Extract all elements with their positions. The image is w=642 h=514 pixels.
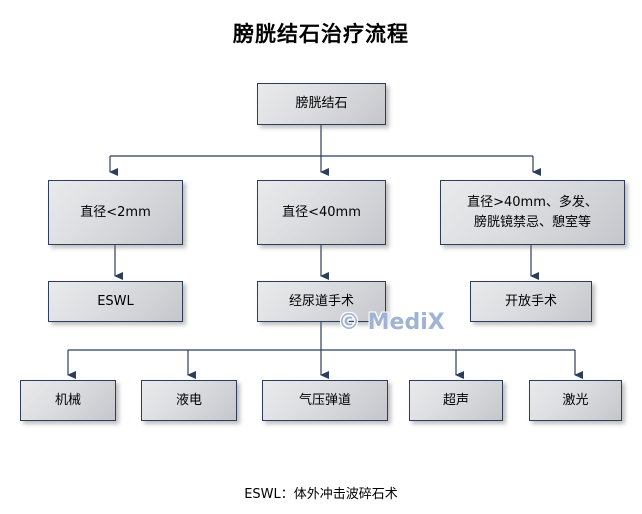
- watermark-medix: © MediX: [338, 310, 445, 335]
- node-diameter-lt-40mm[interactable]: 直径<40mm: [257, 180, 386, 245]
- page-title: 膀胱结石治疗流程: [233, 22, 409, 46]
- node-ultrasound[interactable]: 超声: [409, 380, 503, 421]
- node-pneumatic-ballistic[interactable]: 气压弹道: [262, 380, 388, 421]
- node-electrohydraulic[interactable]: 液电: [141, 380, 237, 421]
- node-eswl[interactable]: ESWL: [48, 281, 183, 322]
- node-mechanical[interactable]: 机械: [20, 380, 116, 421]
- node-open-surgery[interactable]: 开放手术: [470, 281, 592, 322]
- node-root[interactable]: 膀胱结石: [257, 83, 386, 125]
- node-transurethral-surgery[interactable]: 经尿道手术: [257, 281, 386, 322]
- node-laser[interactable]: 激光: [529, 380, 622, 421]
- node-diameter-gt-40mm-multiple[interactable]: 直径>40mm、多发、 膀胱镜禁忌、憩室等: [440, 180, 625, 245]
- node-diameter-lt-2mm[interactable]: 直径<2mm: [48, 180, 183, 245]
- footnote-eswl-definition: ESWL：体外冲击波碎石术: [244, 487, 398, 502]
